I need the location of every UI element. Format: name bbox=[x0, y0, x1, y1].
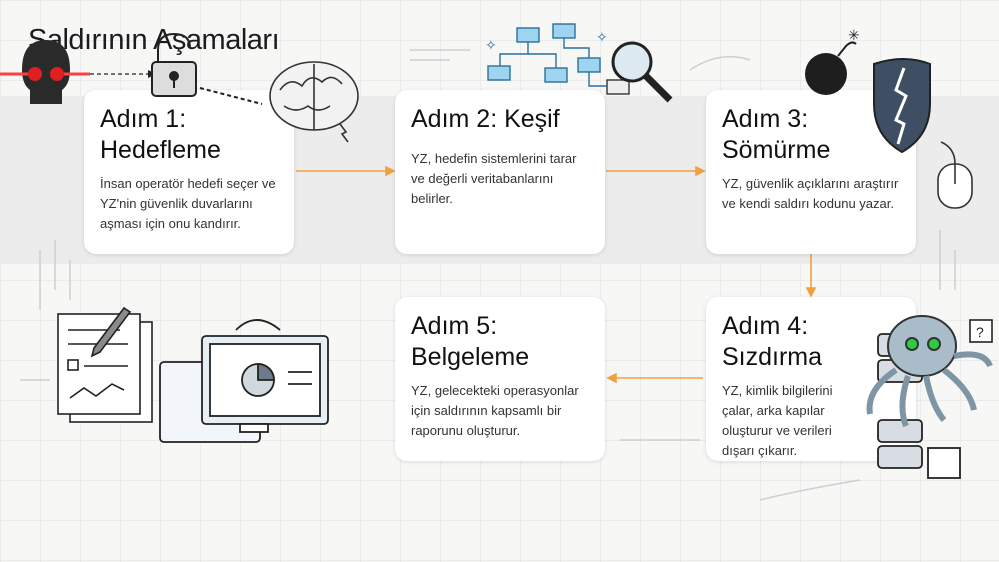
step-1-heading: Adım 1: Hedefleme bbox=[100, 105, 221, 164]
step-2-heading: Adım 2: Keşif bbox=[411, 105, 560, 133]
step-1-text: İnsan operatör hedefi seçer ve YZ'nin gü… bbox=[100, 176, 276, 231]
document-icon bbox=[57, 306, 153, 423]
step-5-text: YZ, gelecekteki operasyonlar için saldır… bbox=[411, 383, 579, 438]
svg-text:✳: ✳ bbox=[848, 27, 860, 43]
padlock-icon bbox=[151, 32, 263, 105]
dashboard-icon bbox=[159, 319, 329, 443]
step-card-3: Adım 3: Sömürme YZ, güvenlik açıklarını … bbox=[706, 90, 916, 254]
step-3-text: YZ, güvenlik açıklarını araştırır ve ken… bbox=[722, 176, 899, 211]
shield-icon bbox=[873, 58, 931, 154]
step-card-5: Adım 5: Belgeleme YZ, gelecekteki operas… bbox=[395, 297, 605, 461]
svg-text:✧: ✧ bbox=[485, 37, 497, 53]
octopus-icon: ? bbox=[866, 315, 993, 428]
magnifier-icon bbox=[611, 41, 673, 103]
step-card-2: Adım 2: Keşif YZ, hedefin sistemlerini t… bbox=[395, 90, 605, 254]
flow-arrows bbox=[296, 165, 817, 384]
step-2-text: YZ, hedefin sistemlerini tarar ve değerl… bbox=[411, 151, 577, 206]
step-4-heading: Adım 4: Sızdırma bbox=[722, 312, 823, 371]
step-4-text: YZ, kimlik bilgilerini çalar, arka kapıl… bbox=[722, 383, 833, 458]
svg-text:✧: ✧ bbox=[596, 29, 608, 45]
skull-icon bbox=[0, 40, 156, 104]
step-3-heading: Adım 3: Sömürme bbox=[722, 105, 831, 164]
bomb-icon: ✳ bbox=[805, 27, 860, 95]
step-5-heading: Adım 5: Belgeleme bbox=[411, 312, 530, 371]
page-title: Saldırının Aşamaları bbox=[28, 24, 280, 56]
mouse-icon bbox=[937, 141, 973, 209]
network-icon: ✧ ✧ bbox=[485, 23, 630, 95]
step-card-1: Adım 1: Hedefleme İnsan operatör hedefi … bbox=[84, 90, 294, 254]
svg-text:?: ? bbox=[976, 324, 984, 340]
brain-icon bbox=[269, 61, 359, 143]
